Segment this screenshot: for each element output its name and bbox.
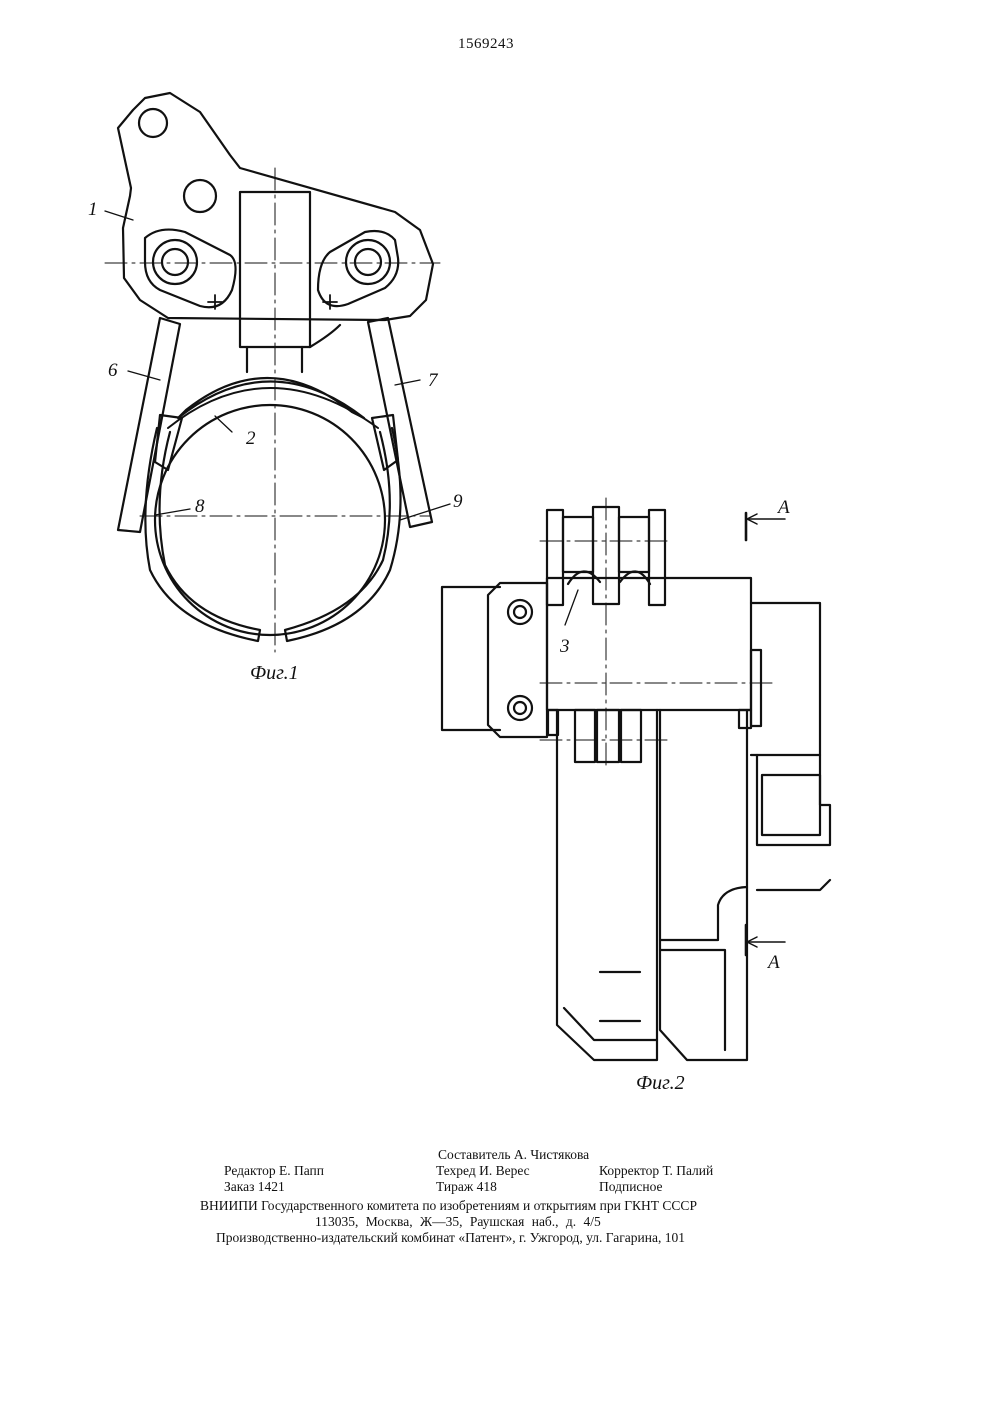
subscription: Подписное (599, 1180, 663, 1194)
label-7: 7 (428, 371, 438, 390)
label-9: 9 (453, 492, 463, 511)
address: 113035, Москва, Ж—35, Раушская наб., д. … (315, 1215, 601, 1229)
section-a-bottom: A (768, 953, 780, 972)
label-6: 6 (108, 361, 118, 380)
circulation: Тираж 418 (436, 1180, 497, 1194)
printer: Производственно-издательский комбинат «П… (216, 1231, 685, 1245)
institute: ВНИИПИ Государственного комитета по изоб… (200, 1199, 697, 1213)
order: Заказ 1421 (224, 1180, 285, 1194)
label-1: 1 (88, 200, 98, 219)
section-a-top: A (778, 498, 790, 517)
figure-1-caption: Фиг.1 (250, 663, 299, 683)
label-3: 3 (560, 637, 570, 656)
compiler: Составитель А. Чистякова (438, 1148, 589, 1162)
label-2: 2 (246, 429, 256, 448)
figure-2-caption: Фиг.2 (636, 1073, 685, 1093)
label-8: 8 (195, 497, 205, 516)
editor: Редактор Е. Папп (224, 1164, 324, 1178)
proofreader: Корректор Т. Палий (599, 1164, 713, 1178)
jaw-right (660, 710, 747, 1060)
tech-editor: Техред И. Верес (436, 1164, 530, 1178)
